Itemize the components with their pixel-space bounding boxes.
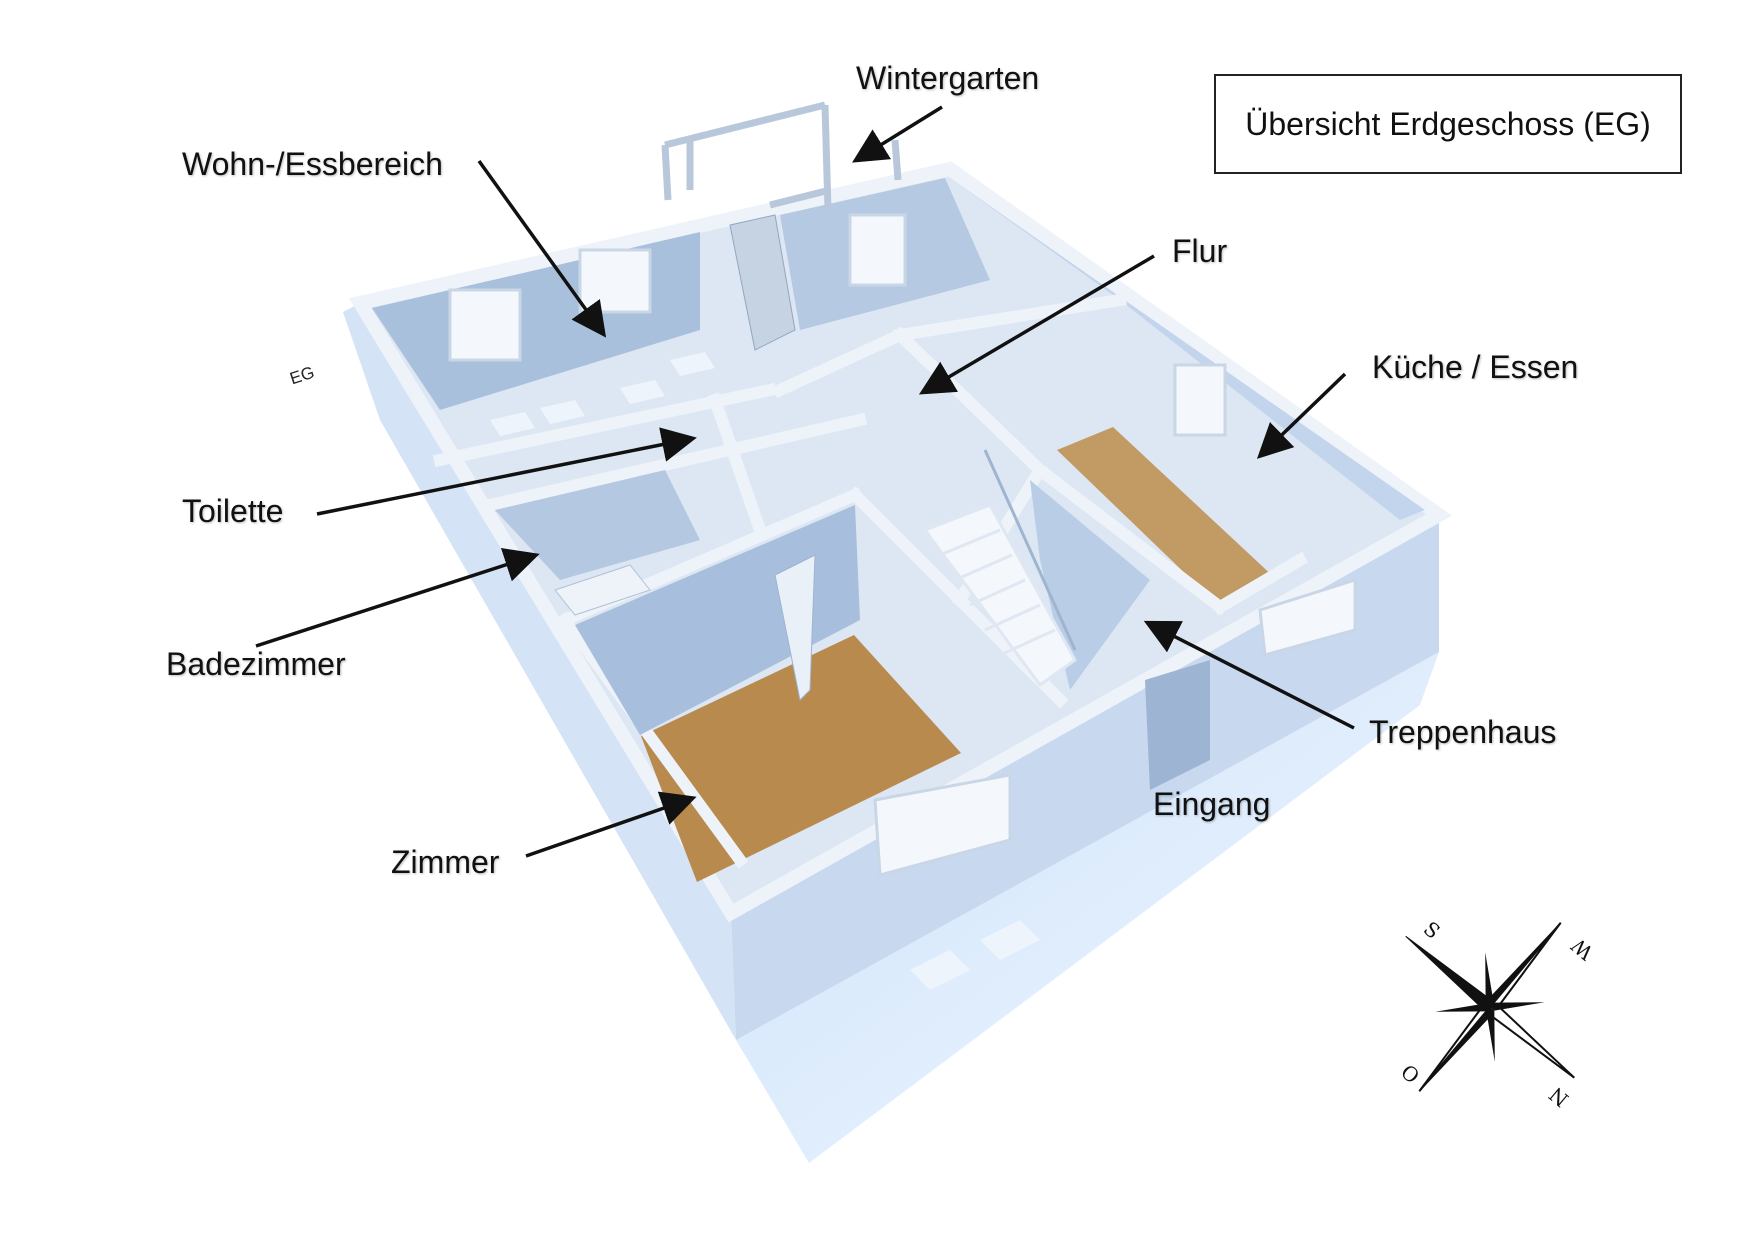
right-wall-inner (950, 178, 1425, 520)
label-wohn-essbereich: Wohn-/Essbereich (182, 146, 443, 182)
arrow-flur (918, 254, 1155, 395)
fireplace (729, 214, 796, 351)
staircase (922, 449, 1077, 688)
label-flur: Flur (1172, 233, 1228, 269)
zimmer-wall-face (575, 505, 860, 735)
front-exterior-wall (731, 515, 1439, 1040)
arrow-treppenhaus (1143, 620, 1355, 730)
compass-rose-icon (1405, 922, 1575, 1092)
label-wintergarten: Wintergarten (856, 60, 1040, 96)
bathtub (554, 564, 651, 616)
label-zimmer: Zimmer (391, 844, 500, 880)
zimmer-door (774, 554, 816, 702)
arrow-bad (255, 548, 540, 648)
arrow-kueche (1256, 372, 1347, 459)
zimmer-floor (641, 635, 961, 882)
bad-wall-face (495, 470, 700, 580)
floor-tiles (490, 352, 1040, 990)
label-kueche-essen: Küche / Essen (1372, 349, 1579, 385)
arrow-zimmer (525, 791, 697, 858)
wintergarten-frame (661, 101, 902, 211)
ground-shadow (736, 652, 1439, 1163)
page-title: Übersicht Erdgeschoss (EG) (1245, 105, 1651, 142)
entrance-door (1145, 660, 1210, 790)
label-treppenhaus: Treppenhaus (1369, 714, 1557, 750)
label-toilette: Toilette (182, 493, 284, 529)
arrow-wintergarten (852, 105, 943, 163)
arrow-wohn (477, 159, 607, 338)
title-box: Übersicht Erdgeschoss (EG) (1214, 74, 1682, 174)
label-badezimmer: Badezimmer (166, 646, 346, 682)
annotation-arrows (255, 105, 1355, 858)
label-eingang: Eingang (1153, 786, 1271, 822)
arrow-toilette (316, 427, 697, 516)
kueche-floor (1057, 427, 1276, 607)
